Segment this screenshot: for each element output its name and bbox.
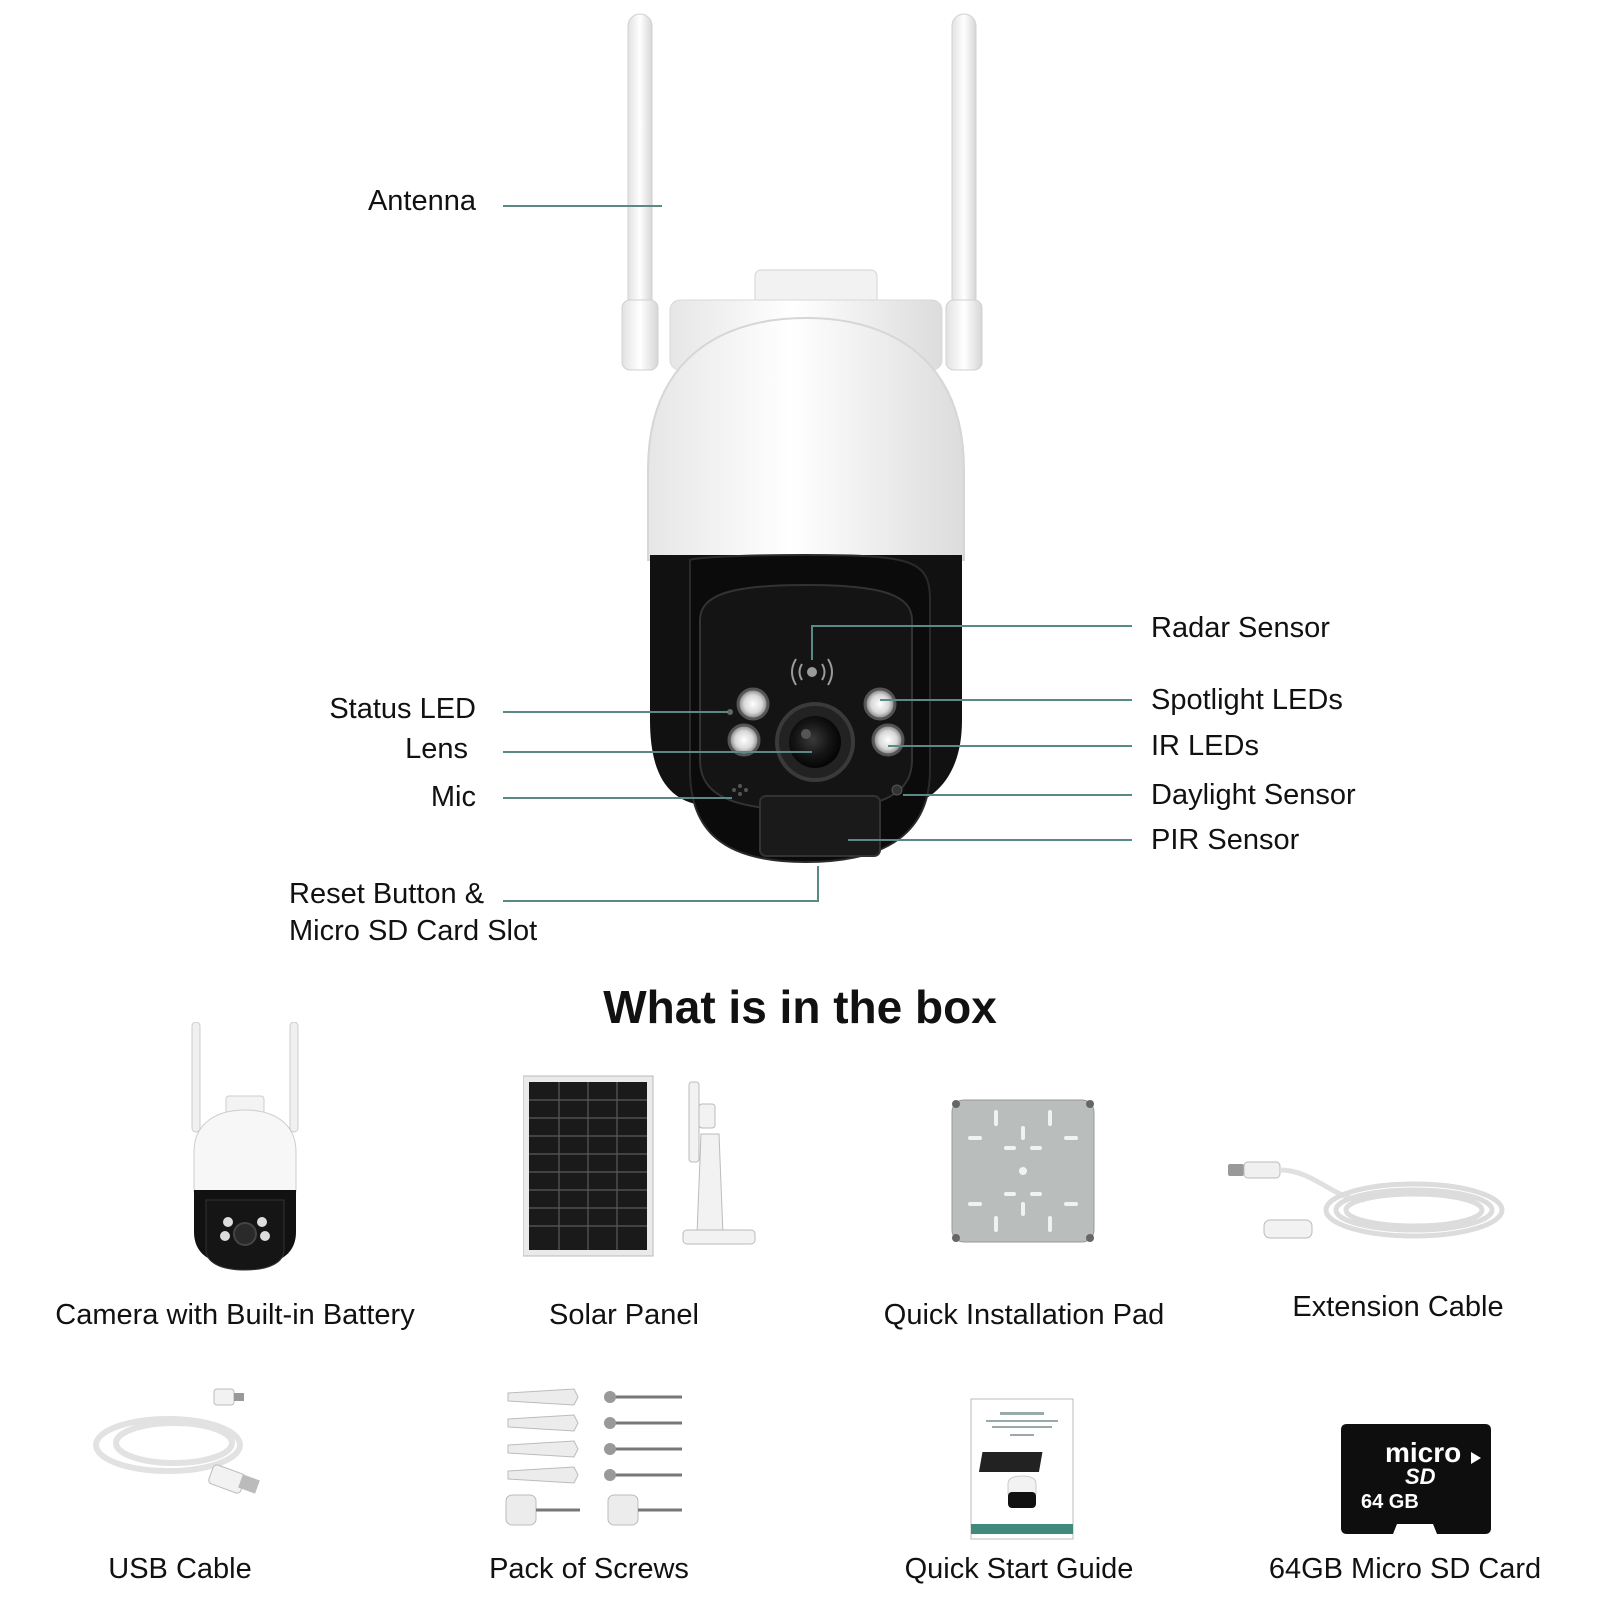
item-label-installation-pad: Quick Installation Pad xyxy=(883,1299,1165,1331)
callout-pir-sensor: PIR Sensor xyxy=(1151,824,1300,856)
item-label-camera: Camera with Built-in Battery xyxy=(55,1299,415,1331)
item-label-screws: Pack of Screws xyxy=(489,1553,689,1585)
callout-status-led: Status LED xyxy=(329,693,476,725)
sd-card-capacity: 64 GB xyxy=(1361,1491,1419,1513)
camera-icon xyxy=(191,1022,299,1271)
callout-mic: Mic xyxy=(430,781,476,813)
item-label-solar-panel: Solar Panel xyxy=(549,1299,699,1331)
antenna-left xyxy=(621,13,659,371)
usb-cable-icon xyxy=(93,1388,260,1494)
ir-led-right xyxy=(871,723,905,757)
radar-sensor-icon xyxy=(791,658,833,686)
callout-lens: Lens xyxy=(405,733,468,765)
daylight-sensor-icon xyxy=(891,784,903,796)
leader-lines xyxy=(503,205,1132,902)
guide-booklet-icon xyxy=(970,1398,1074,1540)
sd-card-icon: micro SD 64 GB xyxy=(1341,1424,1491,1534)
screws-icon xyxy=(505,1388,682,1526)
callout-antenna: Antenna xyxy=(367,185,476,217)
sd-card-micro-text: micro xyxy=(1385,1437,1461,1468)
callout-reset-line1: Reset Button & xyxy=(289,878,485,910)
callout-spotlight-leds: Spotlight LEDs xyxy=(1151,684,1343,716)
ir-led-left xyxy=(727,723,761,757)
antenna-right xyxy=(945,13,983,371)
main-camera-illustration xyxy=(503,13,1132,902)
solar-panel-icon xyxy=(523,1075,756,1257)
spotlight-led-left xyxy=(736,687,770,721)
item-label-sd-card: 64GB Micro SD Card xyxy=(1268,1553,1542,1585)
item-label-extension-cable: Extension Cable xyxy=(1292,1291,1504,1323)
mounting-plate-icon xyxy=(951,1099,1095,1243)
callout-reset-line2: Micro SD Card Slot xyxy=(289,915,538,947)
callout-ir-leds: IR LEDs xyxy=(1151,730,1259,762)
box-section-title: What is in the box xyxy=(603,981,997,1033)
white-dome xyxy=(647,316,965,561)
mic-icon xyxy=(732,784,748,796)
spotlight-led-right xyxy=(863,687,897,721)
callout-radar-sensor: Radar Sensor xyxy=(1151,612,1330,644)
callout-daylight-sensor: Daylight Sensor xyxy=(1151,779,1356,811)
pir-sensor-window xyxy=(759,795,881,857)
item-label-usb-cable: USB Cable xyxy=(108,1553,252,1585)
status-led-icon xyxy=(727,709,733,715)
item-label-quick-start-guide: Quick Start Guide xyxy=(904,1553,1134,1585)
extension-cable-icon xyxy=(1228,1161,1505,1239)
sd-card-sd-text: SD xyxy=(1405,1464,1436,1489)
